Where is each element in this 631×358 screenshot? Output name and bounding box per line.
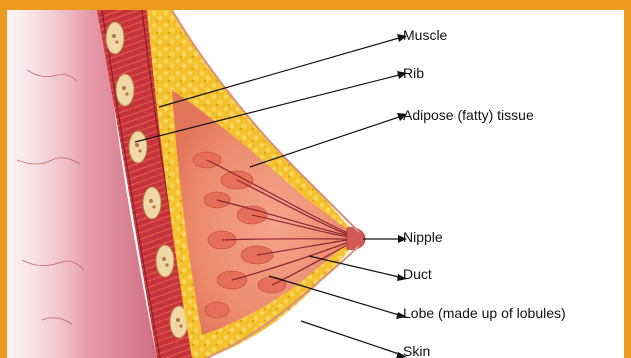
label-duct: Duct bbox=[403, 266, 432, 282]
label-rib: Rib bbox=[403, 65, 424, 81]
label-adipose-tissue: Adipose (fatty) tissue bbox=[403, 107, 534, 123]
nipple bbox=[347, 228, 365, 250]
label-nipple: Nipple bbox=[403, 229, 443, 245]
label-skin: Skin bbox=[403, 343, 430, 358]
label-lobe: Lobe (made up of lobules) bbox=[403, 305, 566, 321]
label-muscle: Muscle bbox=[403, 27, 447, 43]
